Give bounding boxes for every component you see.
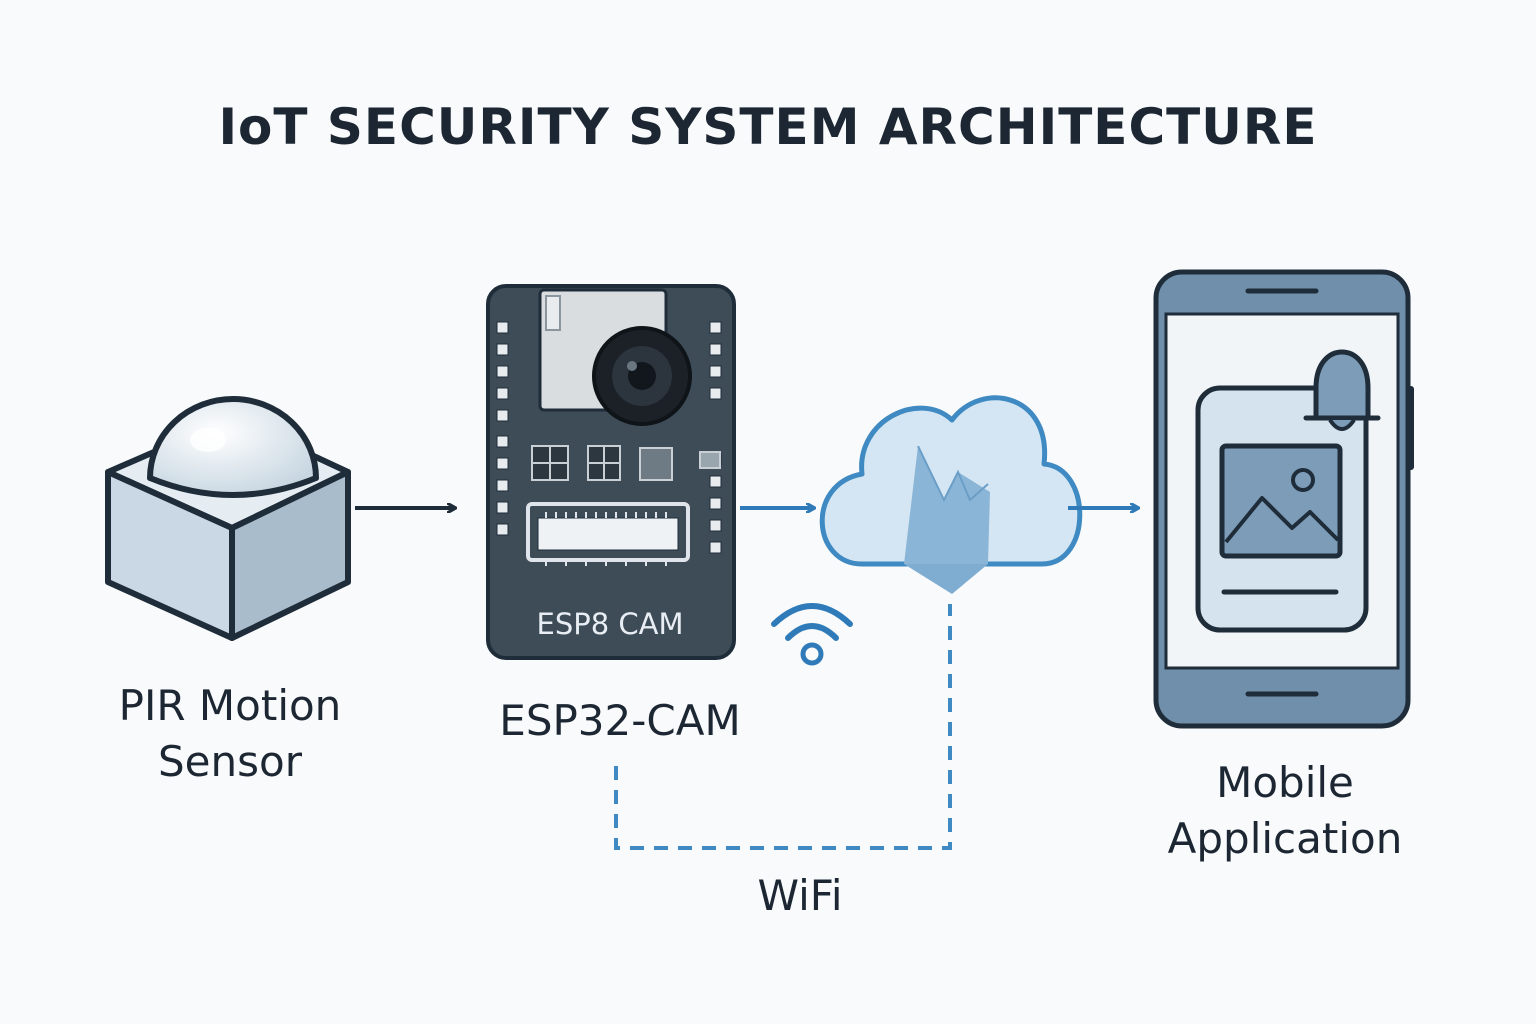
pir-sensor-label: PIR Motion Sensor bbox=[60, 678, 400, 790]
mobile-phone-icon bbox=[1153, 269, 1414, 729]
pir-sensor-icon bbox=[105, 396, 351, 641]
wifi-icon bbox=[771, 603, 853, 666]
esp32-cam-label: ESP32-CAM bbox=[499, 696, 741, 745]
diagram-title: IoT SECURITY SYSTEM ARCHITECTURE bbox=[218, 98, 1318, 156]
wifi-connection-label: WiFi bbox=[757, 871, 843, 920]
mobile-label-line1: Mobile bbox=[1216, 758, 1354, 807]
esp32-cam-board-icon: ESP8 CAM bbox=[486, 284, 736, 660]
image-placeholder-icon bbox=[1219, 443, 1343, 559]
cloud-server-icon bbox=[819, 395, 1083, 594]
camera-lens-icon bbox=[592, 326, 692, 426]
pir-label-line1: PIR Motion bbox=[118, 681, 342, 730]
board-silkscreen-label: ESP8 CAM bbox=[537, 607, 684, 641]
notification-bell-icon bbox=[1303, 349, 1381, 431]
firebase-flame-icon bbox=[904, 445, 990, 594]
wifi-dashed-connection bbox=[614, 604, 952, 850]
mobile-label-line2: Application bbox=[1167, 814, 1403, 863]
pir-label-line2: Sensor bbox=[158, 737, 302, 786]
chip-row bbox=[531, 445, 721, 481]
mobile-app-label: Mobile Application bbox=[1110, 755, 1460, 867]
